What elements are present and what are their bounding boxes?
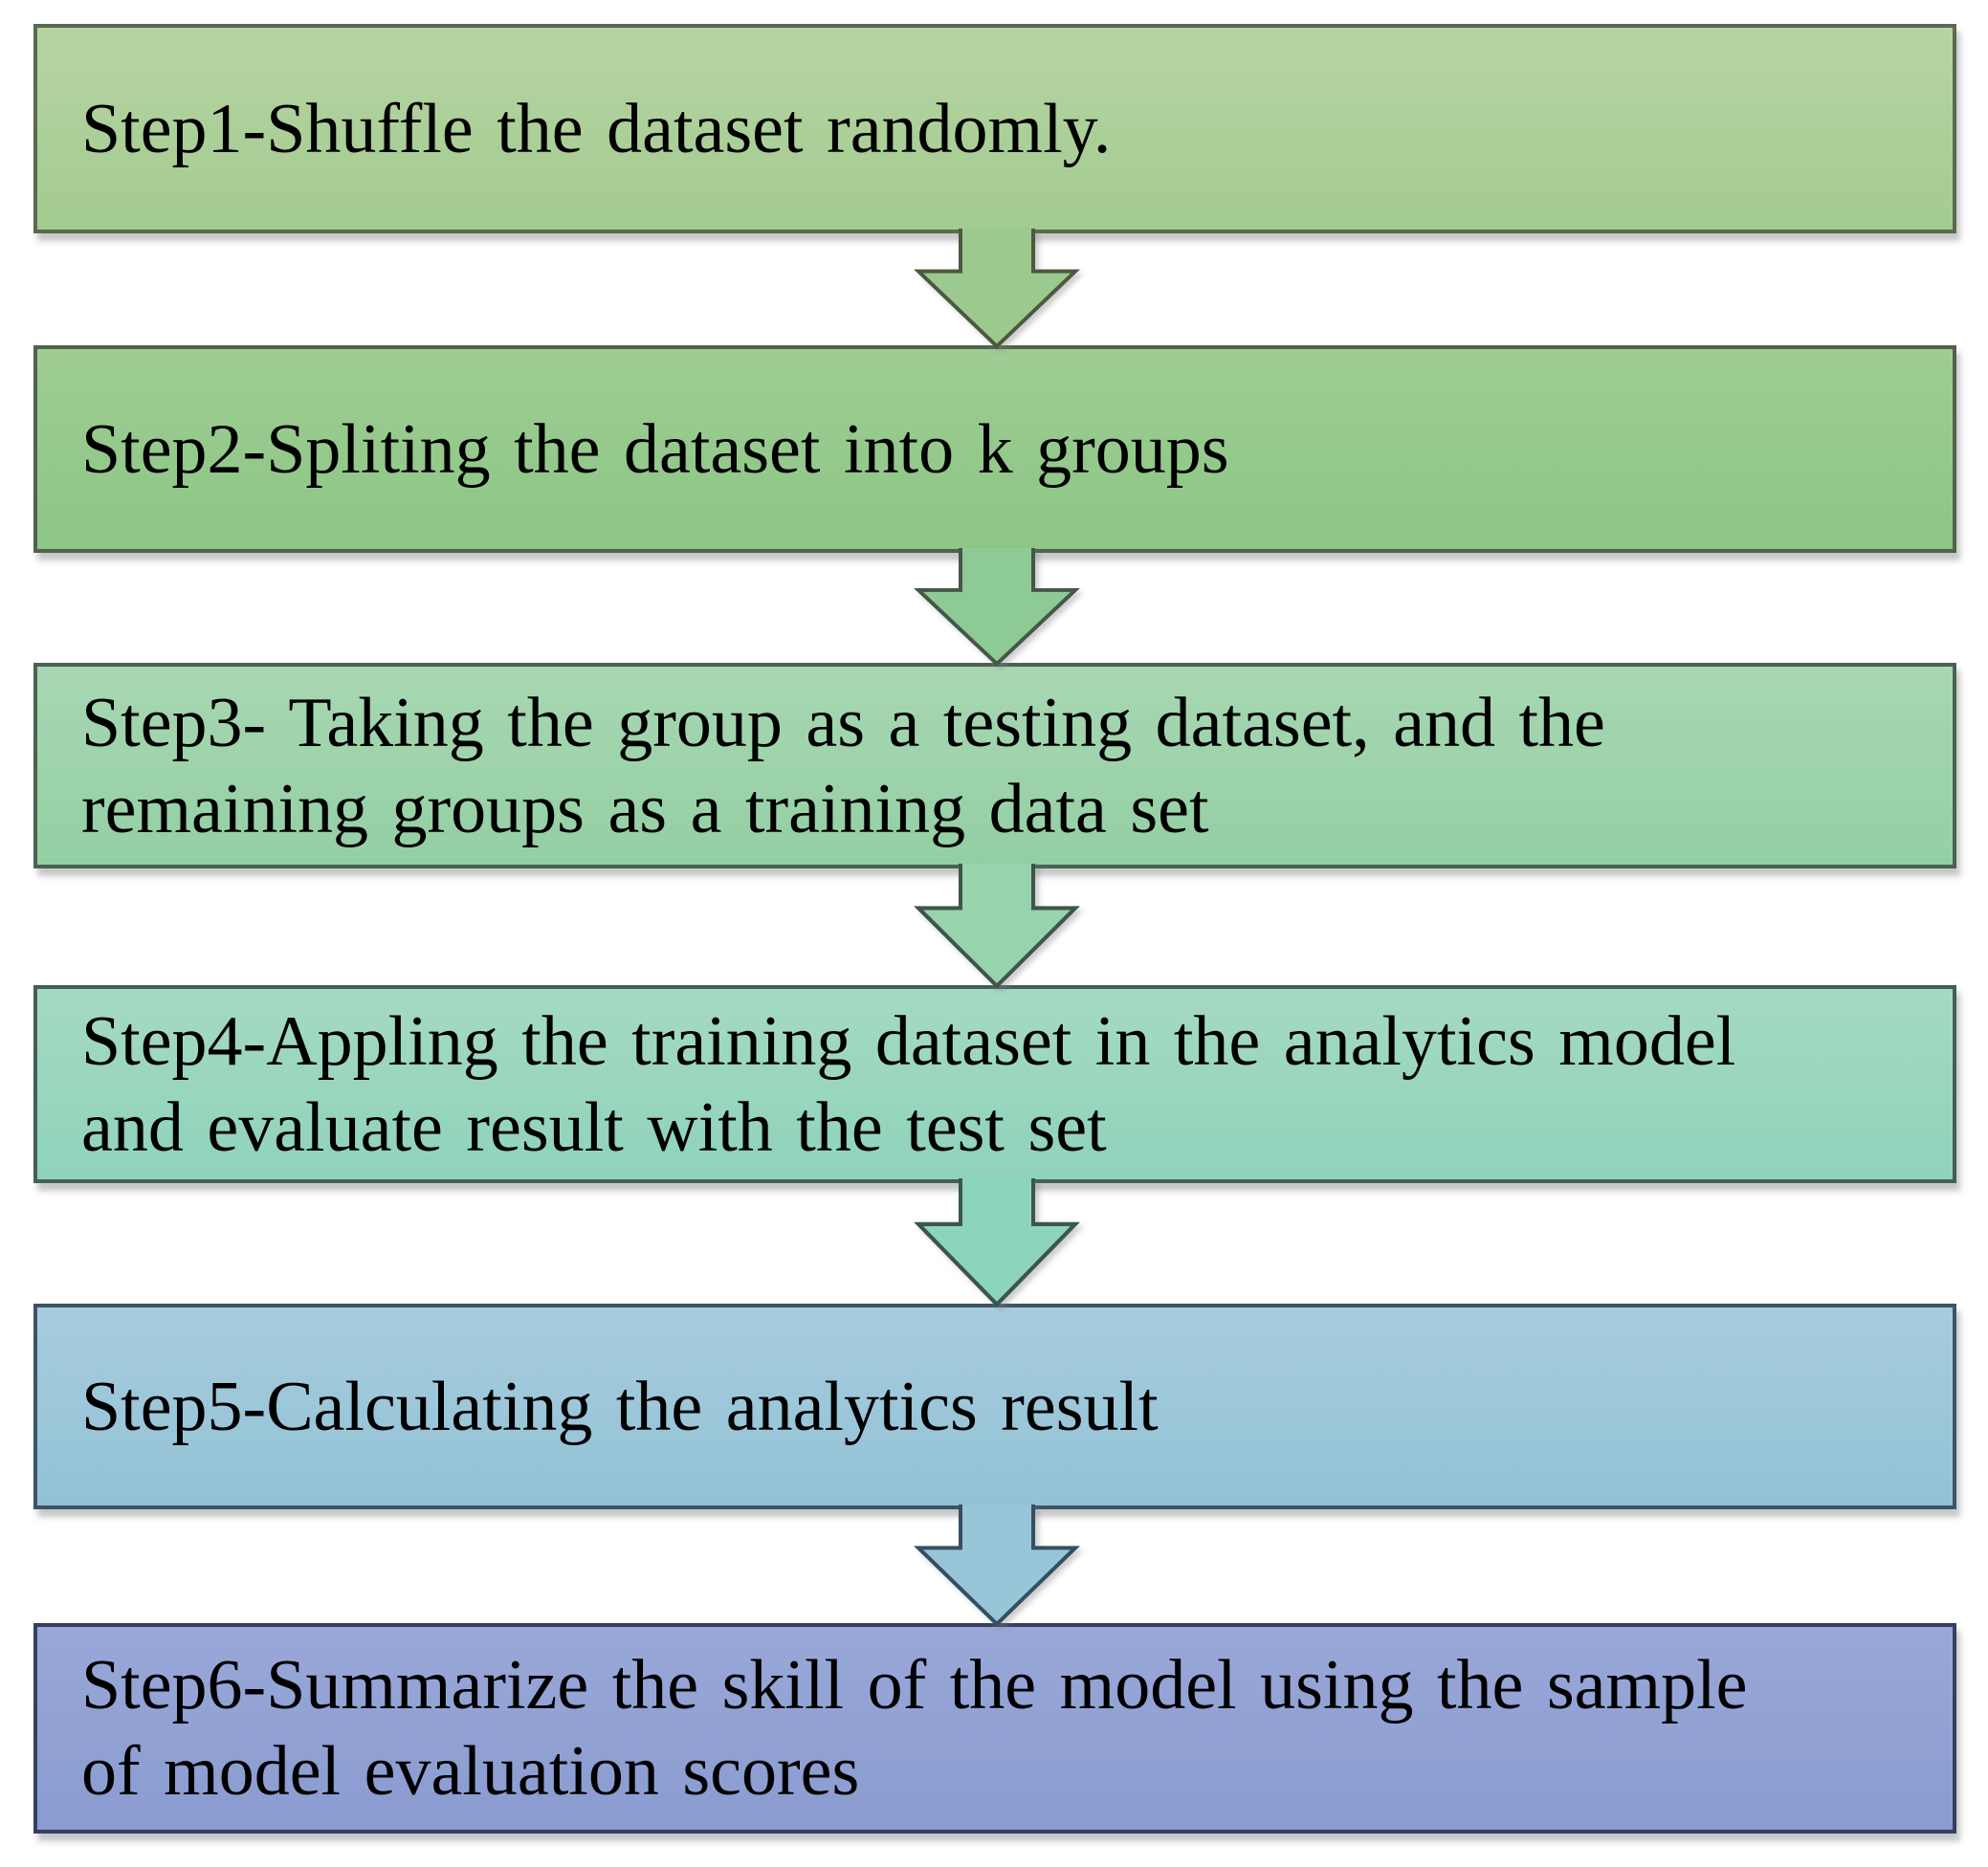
step1-box: Step1-Shuffle the dataset randomly. <box>33 24 1956 233</box>
down-arrow-3-icon <box>911 864 1083 990</box>
down-arrow-5-icon <box>911 1505 1083 1628</box>
step3-text-line2: remaining groups as a training data set <box>81 769 1209 848</box>
step2-box: Step2-Spliting the dataset into k groups <box>33 345 1956 553</box>
step6-text-line2: of model evaluation scores <box>81 1732 860 1811</box>
down-arrow-4-shape <box>914 1178 1080 1307</box>
step4-text-line1: Step4-Appling the training dataset in th… <box>81 1001 1736 1081</box>
down-arrow-2-icon <box>911 548 1083 668</box>
down-arrow-1-icon <box>911 229 1083 350</box>
down-arrow-4-icon <box>911 1178 1083 1308</box>
step5-text: Step5-Calculating the analytics result <box>81 1367 1159 1446</box>
down-arrow-2-shape <box>914 548 1080 667</box>
step4-text-line2: and evaluate result with the test set <box>81 1087 1107 1167</box>
down-arrow-5-shape <box>914 1505 1080 1627</box>
step4-box: Step4-Appling the training dataset in th… <box>33 985 1956 1183</box>
down-arrow-3-shape <box>914 864 1080 989</box>
step3-text-line1: Step3- Taking the group as a testing dat… <box>81 683 1605 762</box>
step2-text: Step2-Spliting the dataset into k groups <box>81 409 1229 489</box>
down-arrow-1-shape <box>914 229 1080 349</box>
step6-text-line1: Step6-Summarize the skill of the model u… <box>81 1646 1748 1724</box>
step6-box: Step6-Summarize the skill of the model u… <box>33 1623 1956 1834</box>
step3-box: Step3- Taking the group as a testing dat… <box>33 663 1956 868</box>
step5-box: Step5-Calculating the analytics result <box>33 1304 1956 1509</box>
step1-text: Step1-Shuffle the dataset randomly. <box>81 89 1112 168</box>
